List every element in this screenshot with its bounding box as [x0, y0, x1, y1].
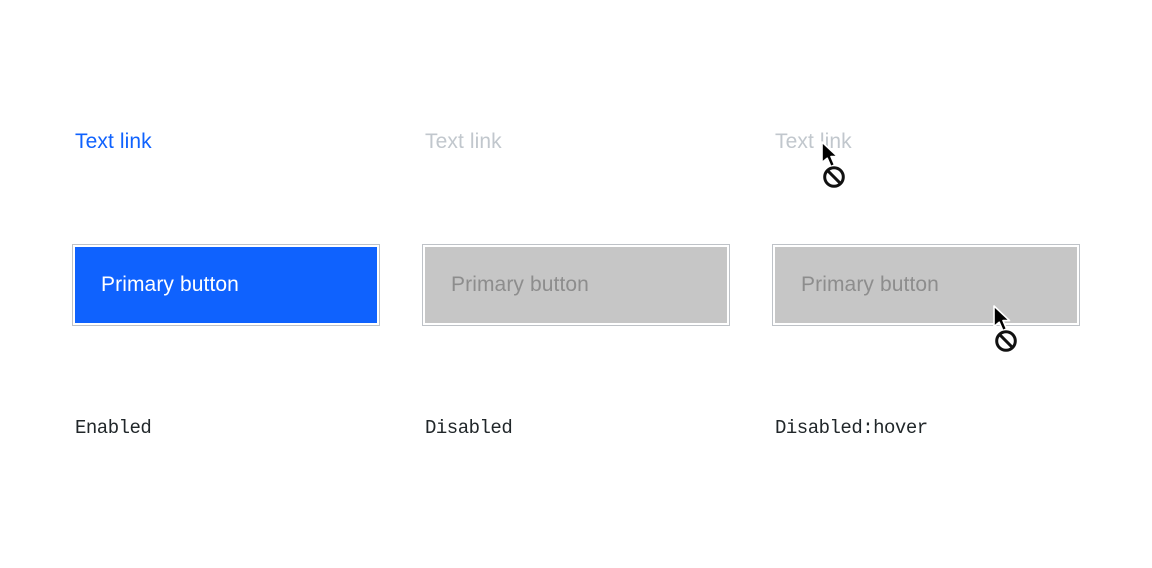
state-column-disabled-hover: Text link Primary button Disabled:hover — [772, 0, 1080, 568]
text-link-disabled: Text link — [775, 130, 852, 153]
state-label: Disabled:hover — [775, 417, 928, 439]
state-label: Disabled — [425, 417, 513, 439]
text-link[interactable]: Text link — [75, 130, 152, 153]
state-column-enabled: Text link Primary button Enabled — [72, 0, 380, 568]
primary-button-disabled: Primary button — [422, 244, 730, 326]
state-column-disabled: Text link Primary button Disabled — [422, 0, 730, 568]
text-link-disabled: Text link — [425, 130, 502, 153]
primary-button[interactable]: Primary button — [72, 244, 380, 326]
state-label: Enabled — [75, 417, 152, 439]
primary-button-disabled: Primary button — [772, 244, 1080, 326]
